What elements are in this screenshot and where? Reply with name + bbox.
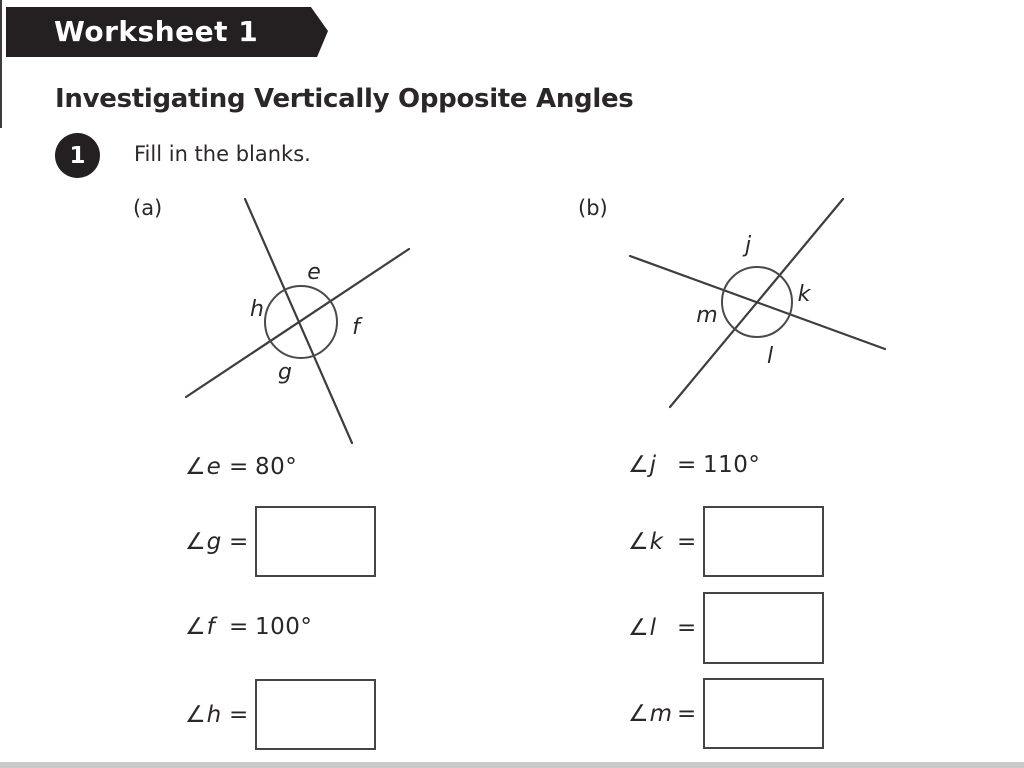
angle-label-k: k	[798, 282, 812, 307]
equals-sign: =	[229, 701, 249, 728]
answer-row-f: ∠f = 100°	[185, 612, 312, 642]
angle-symbol: ∠	[185, 528, 206, 555]
equals-sign: =	[229, 528, 249, 555]
angle-symbol: ∠	[185, 614, 206, 640]
equals-sign: =	[677, 700, 697, 727]
angle-value-e: 80°	[255, 454, 298, 480]
answer-row-j: ∠j = 110°	[628, 450, 760, 480]
equals-sign: =	[229, 454, 249, 480]
angle-name-h: ∠h	[185, 701, 222, 728]
angle-name-e: ∠e	[185, 454, 221, 480]
answer-input-box-m[interactable]	[703, 678, 824, 749]
diagram-b: j m k l	[628, 197, 887, 409]
worksheet-banner: Worksheet 1	[6, 7, 328, 57]
angle-symbol: ∠	[628, 528, 649, 555]
angle-label-e: e	[307, 260, 321, 285]
answer-row-k: ∠k =	[628, 506, 824, 577]
scan-edge-left	[0, 0, 2, 128]
angle-name-m: ∠m	[628, 700, 673, 727]
angle-symbol: ∠	[185, 701, 206, 728]
angle-symbol: ∠	[185, 454, 206, 480]
angle-label-m: m	[696, 303, 717, 328]
part-b-label: (b)	[578, 196, 608, 220]
angle-label-g: g	[278, 360, 292, 385]
equals-sign: =	[677, 452, 697, 478]
answer-row-h: ∠h =	[185, 679, 376, 750]
answer-row-m: ∠m =	[628, 678, 824, 749]
equals-sign: =	[677, 528, 697, 555]
angle-name-j: ∠j	[628, 452, 657, 478]
answer-input-box-k[interactable]	[703, 506, 824, 577]
angle-name-g: ∠g	[185, 528, 222, 555]
answer-row-l: ∠l =	[628, 592, 824, 664]
answer-row-e: ∠e = 80°	[185, 452, 297, 482]
angle-name-k: ∠k	[628, 528, 663, 555]
angle-value-j: 110°	[703, 452, 761, 478]
angle-label-j: j	[742, 233, 752, 258]
angle-symbol: ∠	[628, 452, 649, 478]
equals-sign: =	[229, 614, 249, 640]
angle-label-f: f	[352, 315, 363, 340]
angle-label-h: h	[250, 297, 264, 322]
part-a-label: (a)	[133, 196, 163, 220]
answer-input-box-g[interactable]	[255, 506, 376, 577]
angle-label-l: l	[767, 344, 773, 369]
angle-symbol: ∠	[628, 615, 649, 641]
question-instruction: Fill in the blanks.	[134, 142, 311, 166]
angle-name-f: ∠f	[185, 614, 215, 640]
answer-input-box-h[interactable]	[255, 679, 376, 750]
scan-edge-bottom	[0, 762, 1024, 768]
question-number-badge: 1	[55, 133, 100, 178]
answer-row-g: ∠g =	[185, 506, 376, 577]
equals-sign: =	[677, 615, 697, 641]
page-title: Investigating Vertically Opposite Angles	[55, 84, 634, 114]
angle-symbol: ∠	[628, 700, 649, 727]
diagram-a: e h f g	[184, 197, 411, 445]
angle-value-f: 100°	[255, 614, 313, 640]
answer-input-box-l[interactable]	[703, 592, 824, 664]
worksheet-banner-title: Worksheet 1	[54, 15, 259, 48]
angle-name-l: ∠l	[628, 615, 657, 641]
